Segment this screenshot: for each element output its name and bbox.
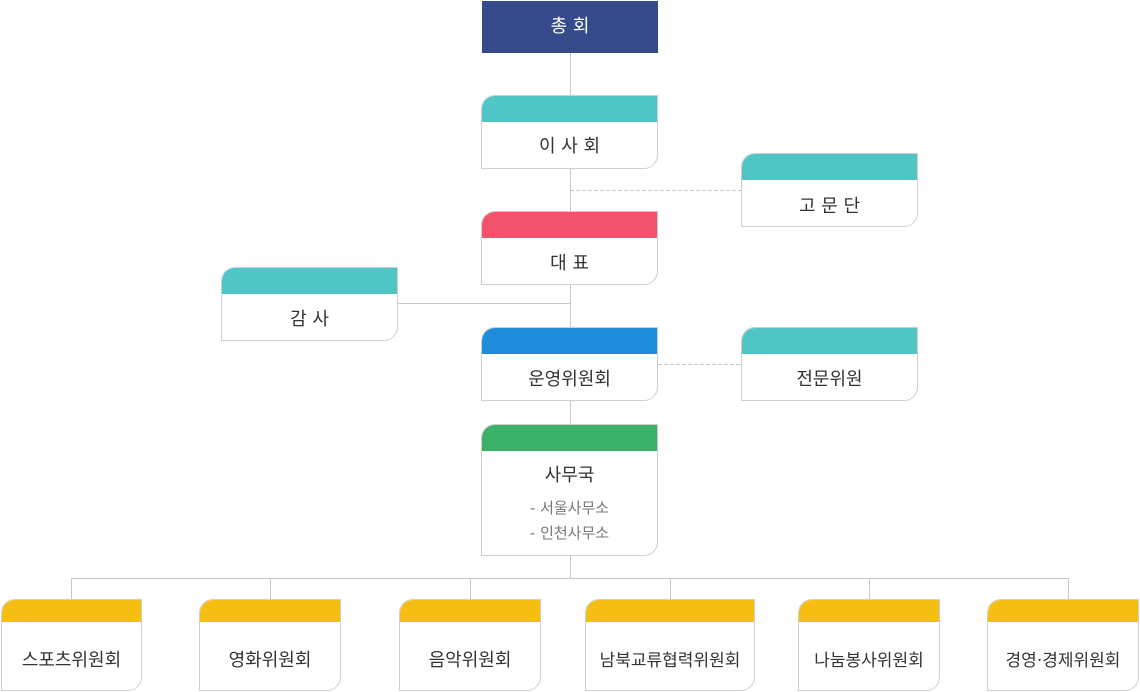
header-bar — [742, 328, 917, 354]
node-steering-committee: 운영위원회 — [481, 327, 658, 401]
node-label: 대 표 — [550, 253, 589, 274]
node-label: 경영·경제위원회 — [1005, 651, 1121, 671]
node-label: 운영위원회 — [528, 369, 611, 390]
header-bar — [742, 154, 917, 180]
node-general-assembly: 총 회 — [482, 1, 658, 53]
node-board: 이 사 회 — [481, 95, 658, 169]
node-label: 스포츠위원회 — [21, 650, 122, 671]
header-bar — [482, 96, 657, 122]
node-secretariat: 사무국 - 서울사무소 - 인천사무소 — [481, 424, 658, 556]
office-item: - 서울사무소 — [529, 499, 610, 517]
node-representative: 대 표 — [481, 211, 658, 285]
header-bar — [400, 600, 540, 622]
header-bar — [482, 212, 657, 238]
office-item: - 인천사무소 — [529, 524, 610, 542]
node-auditor: 감 사 — [221, 267, 398, 341]
node-label: 음악위원회 — [428, 650, 512, 671]
node-committee: 나눔봉사위원회 — [798, 599, 940, 691]
header-bar — [482, 328, 657, 354]
node-label: 사무국 — [544, 465, 595, 486]
header-bar — [988, 600, 1138, 622]
node-label: 총 회 — [550, 16, 590, 37]
node-label: 이 사 회 — [538, 136, 601, 157]
node-committee: 영화위원회 — [199, 599, 341, 691]
node-advisors: 고 문 단 — [741, 153, 918, 227]
node-label: 영화위원회 — [228, 650, 312, 671]
node-committee: 스포츠위원회 — [1, 599, 142, 691]
node-expert-committee: 전문위원 — [741, 327, 918, 401]
header-bar — [2, 600, 141, 622]
node-label: 고 문 단 — [798, 196, 861, 217]
header-bar — [799, 600, 939, 622]
node-label: 전문위원 — [796, 369, 863, 390]
node-committee: 남북교류협력위원회 — [585, 599, 755, 691]
node-label: 나눔봉사위원회 — [814, 651, 924, 671]
header-bar — [222, 268, 397, 294]
header-bar — [482, 425, 657, 451]
node-label: 감 사 — [290, 309, 329, 330]
node-label: 남북교류협력위원회 — [599, 651, 741, 671]
node-committee: 경영·경제위원회 — [987, 599, 1139, 691]
header-bar — [586, 600, 754, 622]
header-bar — [200, 600, 340, 622]
node-committee: 음악위원회 — [399, 599, 541, 691]
